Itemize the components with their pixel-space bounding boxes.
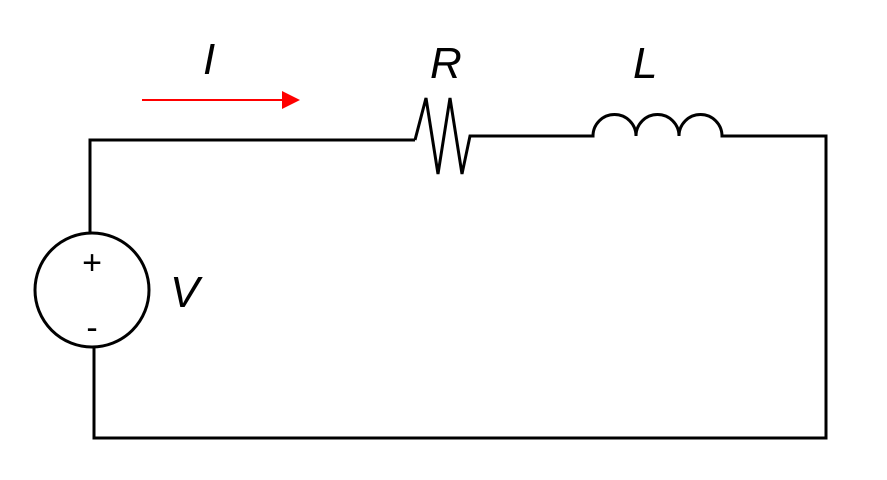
wire-top-left	[88, 138, 415, 232]
plus-sign: +	[82, 244, 102, 282]
source-label: V	[170, 268, 203, 317]
inductor	[555, 113, 760, 138]
minus-sign: -	[86, 309, 97, 347]
current-label: I	[203, 35, 215, 84]
resistor	[413, 97, 555, 175]
resistor-label: R	[430, 39, 462, 88]
voltage-source	[33, 231, 151, 349]
current-arrow	[142, 91, 300, 109]
inductor-label: L	[633, 39, 657, 88]
wire-right-bottom	[92, 134, 828, 440]
